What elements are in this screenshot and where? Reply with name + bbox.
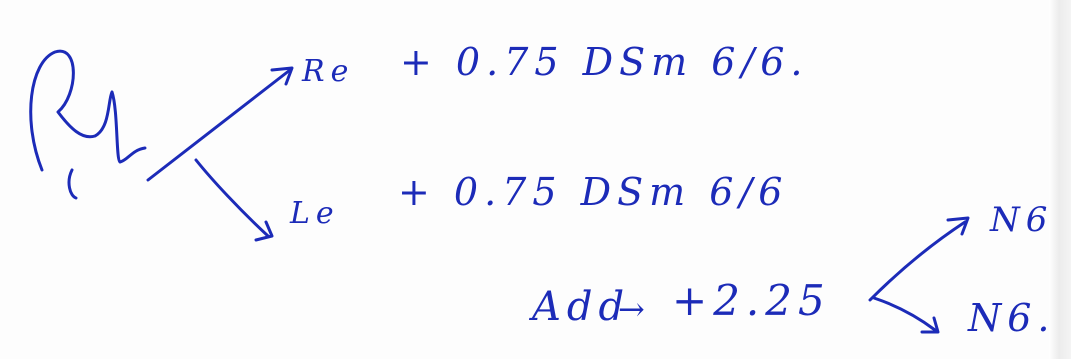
n6-top: N6 bbox=[990, 200, 1054, 240]
re-label: Re bbox=[302, 54, 355, 89]
arrowhead-lower bbox=[254, 220, 274, 242]
arrow-down-right bbox=[194, 158, 270, 238]
n6-bottom: N6. bbox=[968, 296, 1056, 340]
le-label: Le bbox=[290, 196, 340, 231]
add-label: Add bbox=[532, 284, 631, 330]
add-value: +2.25 bbox=[672, 276, 831, 325]
signature-mark bbox=[29, 49, 147, 200]
re-prescription: + 0.75 DSm 6/6. bbox=[400, 40, 809, 84]
arrowhead-n6-top bbox=[946, 216, 970, 236]
add-arrow: → bbox=[618, 290, 651, 328]
le-prescription: + 0.75 DSm 6/6 bbox=[398, 170, 789, 214]
scan-edge-shadow bbox=[1049, 0, 1071, 359]
arrowhead-n6-bottom bbox=[920, 316, 940, 334]
arrowhead-upper bbox=[270, 66, 294, 86]
arrow-to-n6-top bbox=[868, 220, 967, 302]
stroke-group bbox=[29, 49, 970, 334]
arrow-to-n6-bottom bbox=[872, 296, 937, 332]
arrow-up-right bbox=[146, 68, 292, 182]
